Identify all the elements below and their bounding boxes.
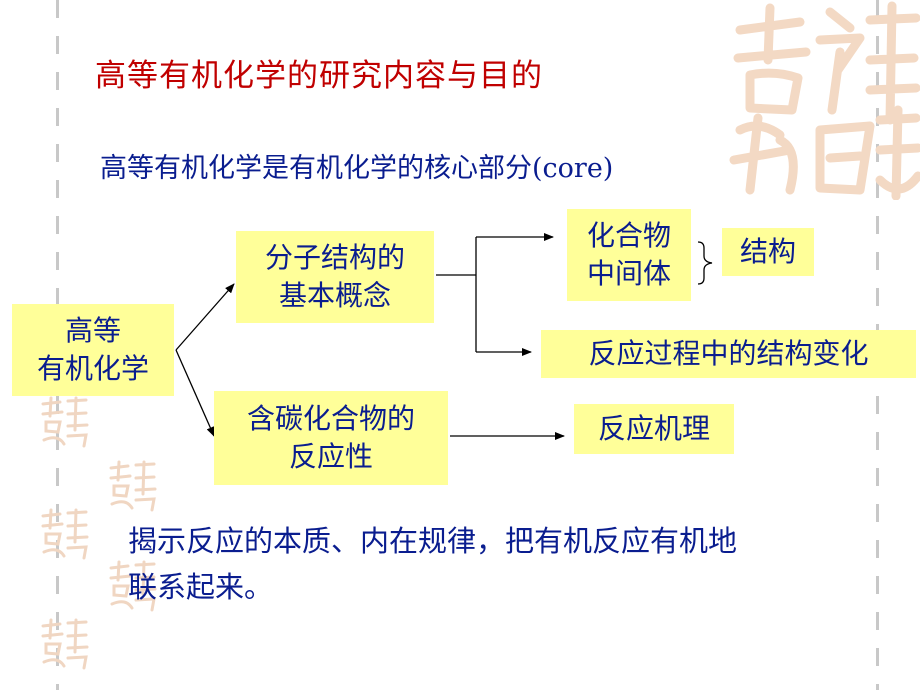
box-carbon-reactivity: 含碳化合物的 反应性 [214, 391, 448, 485]
box-line: 结构 [739, 235, 796, 268]
brace-icon [697, 241, 713, 285]
seal-watermark-icon [109, 460, 157, 512]
box-line: 反应过程中的结构变化 [588, 337, 869, 370]
box-compounds-intermediates: 化合物 中间体 [567, 209, 691, 301]
box-advanced-organic-chemistry: 高等 有机化学 [12, 304, 174, 396]
box-structure-change: 反应过程中的结构变化 [541, 330, 916, 378]
arrow-root-to-structure [175, 283, 235, 351]
box-line: 含碳化合物的 [246, 402, 415, 435]
box-line: 反应机理 [597, 412, 710, 445]
box-structure-concepts: 分子结构的 基本概念 [236, 231, 434, 323]
summary-line-2: 联系起来。 [128, 570, 274, 604]
summary-line-1: 揭示反应的本质、内在规律，把有机反应有机地 [128, 524, 738, 558]
box-line: 基本概念 [278, 279, 391, 312]
seal-watermark-icon [41, 508, 89, 560]
box-line: 有机化学 [36, 352, 149, 385]
seal-watermark-icon [41, 396, 89, 448]
box-reaction-mechanism: 反应机理 [574, 404, 734, 454]
seal-watermark-icon [41, 618, 89, 670]
seal-watermark-icon [109, 560, 157, 612]
box-line: 化合物 [586, 219, 671, 252]
box-line: 分子结构的 [264, 241, 405, 274]
box-line: 反应性 [288, 440, 373, 473]
slide-subtitle: 高等有机化学是有机化学的核心部分(core) [100, 153, 614, 184]
summary-paragraph: 揭示反应的本质、内在规律，把有机反应有机地 联系起来。 [128, 518, 898, 610]
box-structure: 结构 [722, 228, 814, 276]
box-line: 高等 [64, 314, 121, 347]
box-line: 中间体 [586, 257, 671, 290]
seal-watermark-icon [729, 1, 920, 200]
slide-title: 高等有机化学的研究内容与目的 [95, 58, 543, 94]
arrow-root-to-reactivity [175, 349, 215, 437]
